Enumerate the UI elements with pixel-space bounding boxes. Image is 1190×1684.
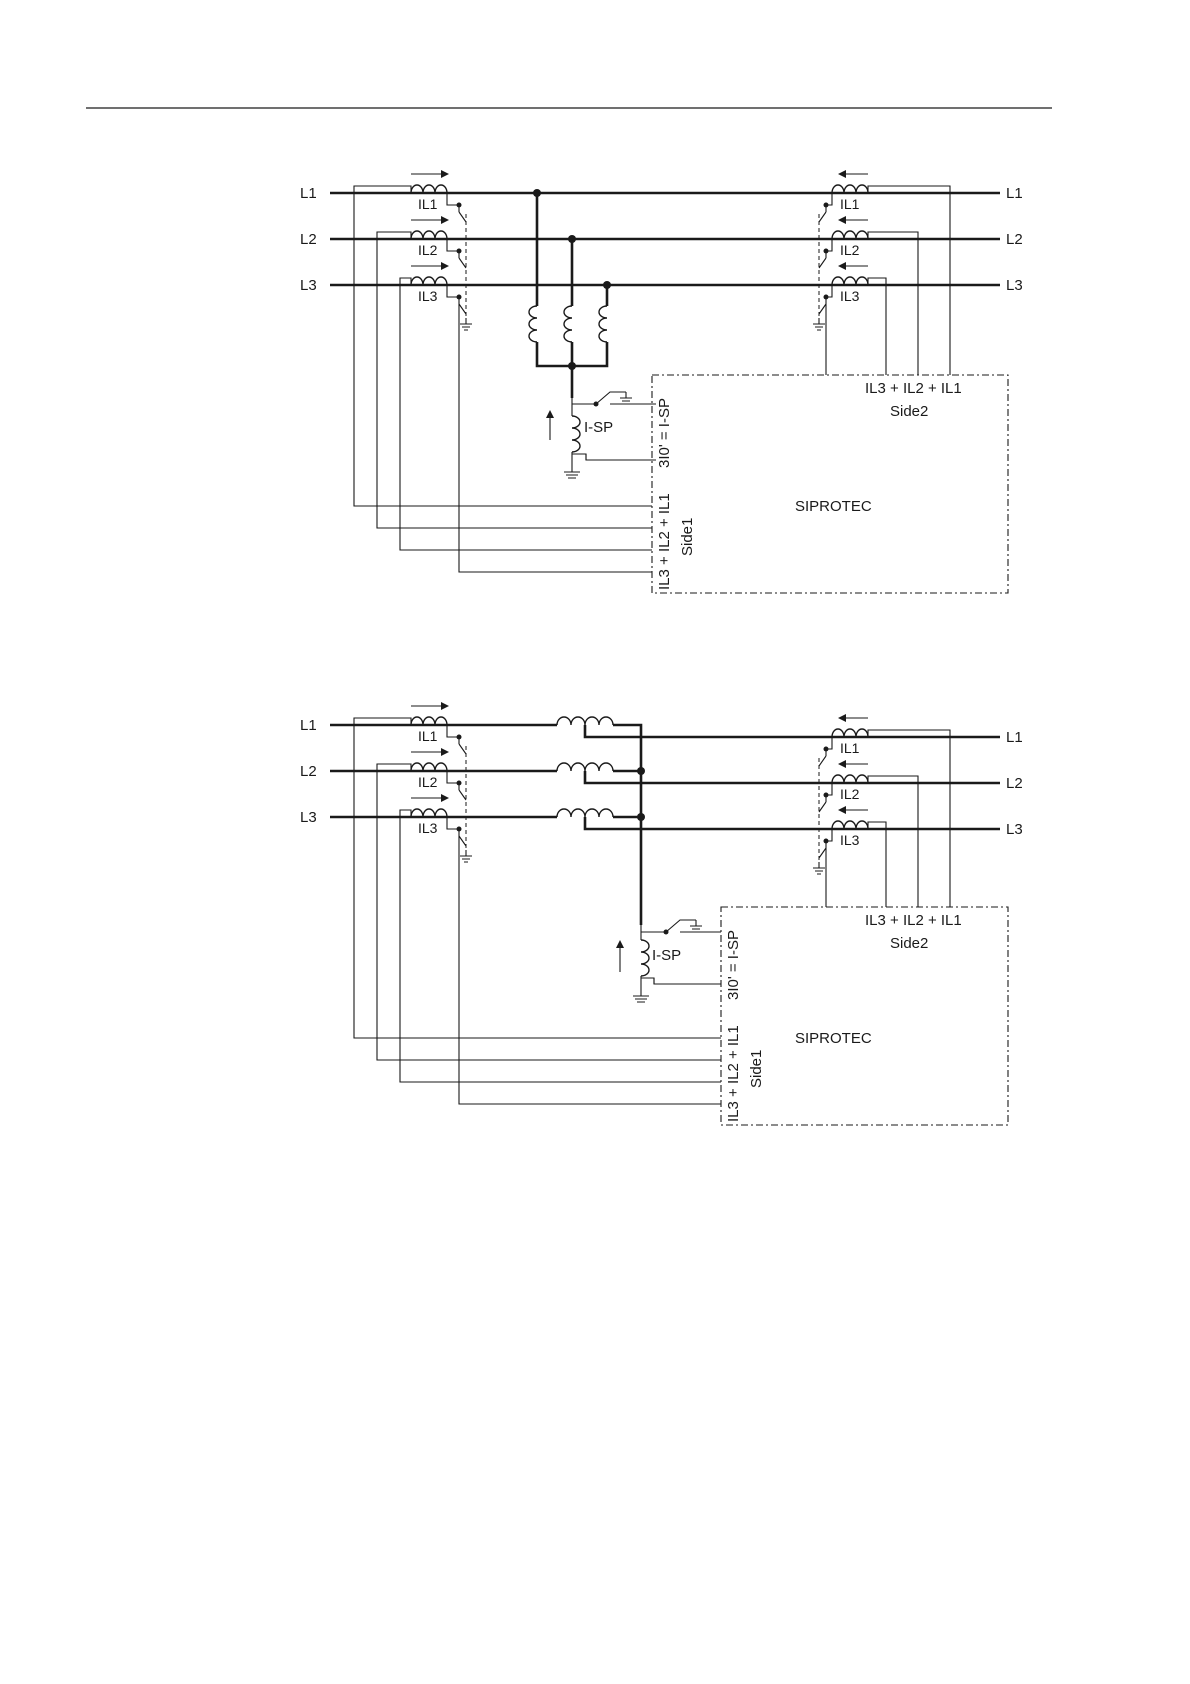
ct-il3-side2-2: IL3: [832, 806, 868, 848]
siprotec-box-1: SIPROTEC IL3 + IL2 + IL1 Side2 IL3 + IL2…: [652, 375, 1008, 593]
ct-il1-side2: IL1: [832, 170, 868, 212]
shunt-reactor-wye: I-SP: [529, 189, 656, 478]
ct-il2-side2: IL2: [832, 216, 868, 258]
side1-label-1: Side1: [679, 518, 696, 556]
device-label-1: SIPROTEC: [795, 498, 872, 515]
ct-label-il1-side2-2: IL1: [840, 740, 860, 756]
ct-label-il3-side2: IL3: [840, 288, 860, 304]
side1-label-2: Side1: [748, 1050, 765, 1088]
side2-sum-label-2: IL3 + IL2 + IL1: [865, 912, 962, 929]
line-label-l1-right-2: L1: [1006, 729, 1023, 746]
line-label-l3-left: L3: [300, 277, 317, 294]
ct-label-il3-side1-2: IL3: [418, 820, 438, 836]
device-label-2: SIPROTEC: [795, 1030, 872, 1047]
ct-label-il2-side2-2: IL2: [840, 786, 860, 802]
ct-il3-side1: IL3: [411, 262, 449, 304]
ct-label-il1-side1: IL1: [418, 196, 438, 212]
side2-label-1: Side2: [890, 403, 928, 420]
star-point-ct-label-2: I-SP: [652, 947, 681, 964]
ct-il2-side2-2: IL2: [832, 760, 868, 802]
ct-il1-side2-2: IL1: [832, 714, 868, 756]
side2-label-2: Side2: [890, 935, 928, 952]
star-point-ct-2: I-SP: [616, 920, 721, 1002]
ct-il2-side1-2: IL2: [411, 748, 449, 790]
line-label-l2-left-2: L2: [300, 763, 317, 780]
star-input-label-2: 3I0' = I-SP: [725, 930, 742, 1000]
line-label-l1-left-2: L1: [300, 717, 317, 734]
line-label-l1-right: L1: [1006, 185, 1023, 202]
ct-il2-side1: IL2: [411, 216, 449, 258]
line-label-l2-left: L2: [300, 231, 317, 248]
ct-label-il3-side2-2: IL3: [840, 832, 860, 848]
ct-group-side1-2: IL1 IL2 IL3: [354, 702, 721, 1104]
ct-group-side2-2: IL1 IL2 IL3: [813, 714, 950, 907]
line-label-l3-right: L3: [1006, 277, 1023, 294]
line-label-l2-right: L2: [1006, 231, 1023, 248]
side1-sum-label-1: IL3 + IL2 + IL1: [656, 493, 673, 590]
ct-label-il1-side1-2: IL1: [418, 728, 438, 744]
ct-label-il1-side2: IL1: [840, 196, 860, 212]
ct-label-il3-side1: IL3: [418, 288, 438, 304]
diagram-2: L1 L2 L3 L1 L2 L3 IL1: [300, 702, 1023, 1125]
star-input-label-1: 3I0' = I-SP: [656, 398, 673, 468]
siprotec-box-2: SIPROTEC IL3 + IL2 + IL1 Side2 IL3 + IL2…: [721, 907, 1008, 1125]
ct-il1-side1: IL1: [411, 170, 449, 212]
ct-label-il2-side2: IL2: [840, 242, 860, 258]
side1-sum-label-2: IL3 + IL2 + IL1: [725, 1025, 742, 1122]
ct-group-side1: IL1 IL2 IL3: [354, 170, 652, 572]
ct-il3-side1-2: IL3: [411, 794, 449, 836]
ct-group-side2: IL1 IL2 IL3: [813, 170, 950, 375]
line-label-l3-left-2: L3: [300, 809, 317, 826]
ct-label-il2-side1-2: IL2: [418, 774, 438, 790]
ct-il1-side1-2: IL1: [411, 702, 449, 744]
line-label-l2-right-2: L2: [1006, 775, 1023, 792]
line-label-l3-right-2: L3: [1006, 821, 1023, 838]
diagram-1: L1 L2 L3 L1 L2 L3 IL1 IL2: [300, 170, 1023, 593]
ct-label-il2-side1: IL2: [418, 242, 438, 258]
ct-il3-side2: IL3: [832, 262, 868, 304]
line-label-l1-left: L1: [300, 185, 317, 202]
side2-sum-label-1: IL3 + IL2 + IL1: [865, 380, 962, 397]
star-point-ct-label-1: I-SP: [584, 419, 613, 436]
